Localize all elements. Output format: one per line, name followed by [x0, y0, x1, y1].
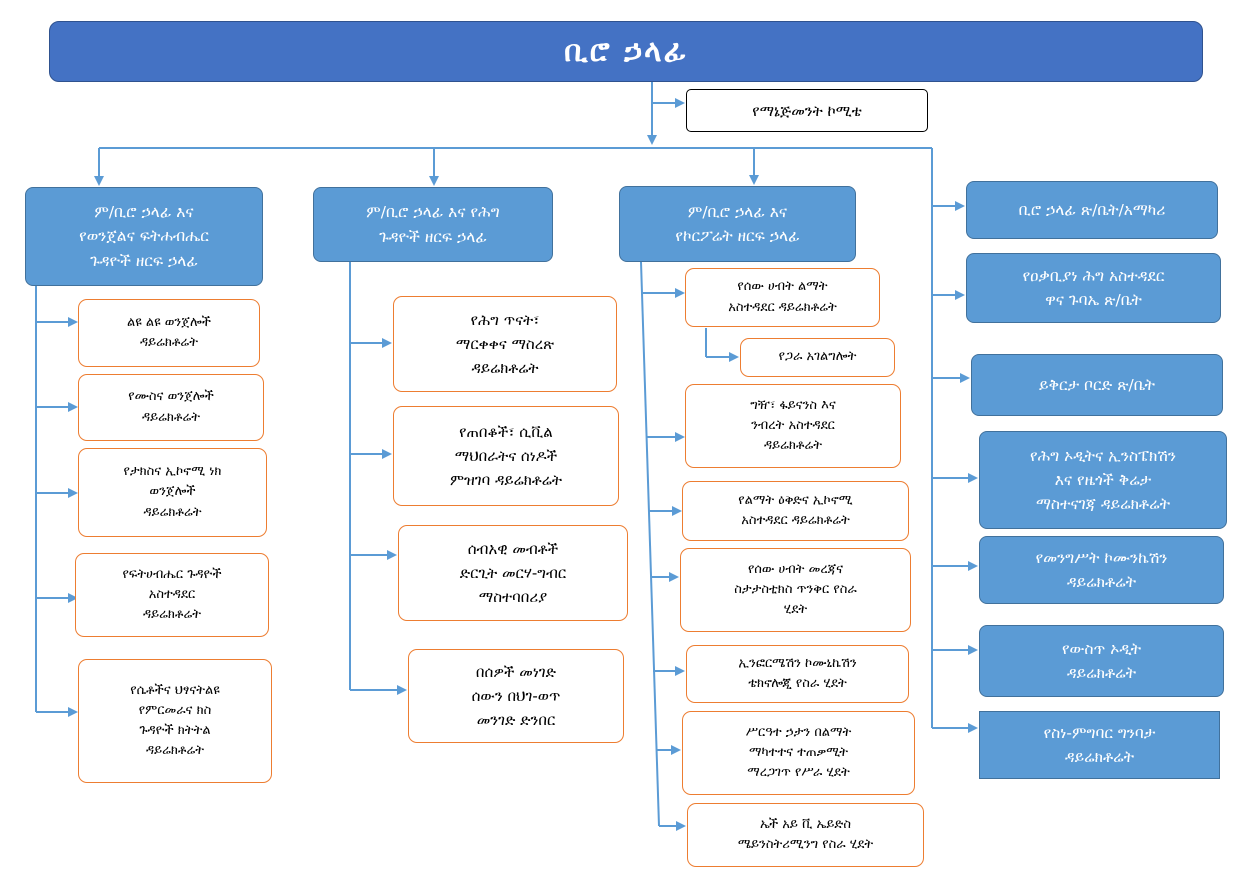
directorate-box: የሴቶችና ህፃናትልዩ የምርመራና ክስ ጉዳዮች ክትትል ዳይሬክቶሬት	[78, 659, 272, 783]
directorate-box: በሰዎች መነገድ ሰውን በህገ-ወጥ መንገድ ድንበር	[408, 649, 624, 743]
directorate-box: የሰው ሀብት መረጃና ስታታስቲክስ ጥንቅር የስራ ሂደት	[680, 548, 911, 632]
office-box: የውስጥ ኦዲት ዳይሬክቶሬት	[979, 625, 1224, 697]
directorate-box: ኢንፎርሜሽን ኮሙኒኬሽን ቴክኖሎጂ የስራ ሂደት	[686, 645, 909, 703]
directorate-box: ኤች አይ ቪ ኤይድስ ሜይንስትሪሚንግ የስራ ሂደት	[687, 803, 924, 867]
directorate-box: የሰው ሀብት ልማት አስተዳደር ዳይሬክቶሬት	[685, 268, 880, 327]
office-box: የመንግሥት ኮሙንኬሽን ዳይሬክቶሬት	[979, 536, 1224, 604]
office-box: ይቅርታ ቦርድ ጽ/ቤት	[971, 354, 1223, 416]
deputy-box-legal-affairs: ም/ቢሮ ኃላፊ እና የሕግ ጉዳዮች ዘርፍ ኃላፊ	[313, 187, 553, 262]
office-box: የስነ-ምግባር ግንባታ ዳይሬክቶሬት	[979, 711, 1220, 779]
sub-unit-box: የጋራ አገልግሎት	[740, 338, 895, 377]
office-box: የዐቃቢያነ ሕግ አስተዳደር ዋና ጉባኤ ጽ/ቤት	[966, 253, 1221, 323]
office-box: የሕግ ኦዲትና ኢንስፔክሽን እና የዜጎች ቅሬታ ማስተናገጃ ዳይሬክ…	[979, 431, 1227, 529]
directorate-box: የሕግ ጥናት፣ ማርቀቀና ማስረጽ ዳይሬክቶሬት	[393, 296, 617, 392]
directorate-box: የፍትሀብሔር ጉዳዮች አስተዳደር ዳይሬክቶሬት	[75, 553, 269, 637]
deputy-box-corporate: ም/ቢሮ ኃላፊ እና የኮርፖሬት ዘርፍ ኃላፊ	[619, 186, 856, 262]
directorate-box: የልማት ዕቅድና ኢኮኖሚ አስተዳደር ዳይሬክቶሬት	[682, 481, 909, 541]
management-committee-box: የማኔጅመንት ኮሚቴ	[686, 89, 928, 132]
directorate-box: የታክስና ኢኮኖሚ ነክ ወንጀሎች ዳይሬክቶሬት	[78, 448, 267, 537]
directorate-box: ሰብአዊ መብቶች ድርጊት መርሃ-ግብር ማስተባበሪያ	[398, 525, 628, 621]
directorate-box: ግዥ፣ ፋይናንስ እና ንብረት አስተዳደር ዳይሬክቶሬት	[685, 384, 901, 468]
bureau-head-box: ቢሮ ኃላፊ	[49, 21, 1203, 82]
directorate-box: የሙስና ወንጀሎች ዳይሬክቶሬት	[78, 374, 264, 441]
deputy-box-crime-civil: ም/ቢሮ ኃላፊ እና የወንጀልና ፍትሐብሔር ጉዳዮች ዘርፍ ኃላፊ	[25, 187, 263, 286]
office-box: ቢሮ ኃላፊ ጽ/ቤት/አማካሪ	[966, 181, 1218, 239]
directorate-box: የጠበቆች፣ ሲቪል ማህበራትና ሰነዶች ምዝገባ ዳይሬክቶሬት	[393, 406, 619, 506]
directorate-box: ሥርዓተ ኃታን በልማት ማካተተና ተጠቃሚት ማረጋገጥ የሥራ ሂደት	[682, 711, 915, 795]
directorate-box: ልዩ ልዩ ወንጀሎች ዳይሬክቶሬት	[78, 299, 260, 367]
